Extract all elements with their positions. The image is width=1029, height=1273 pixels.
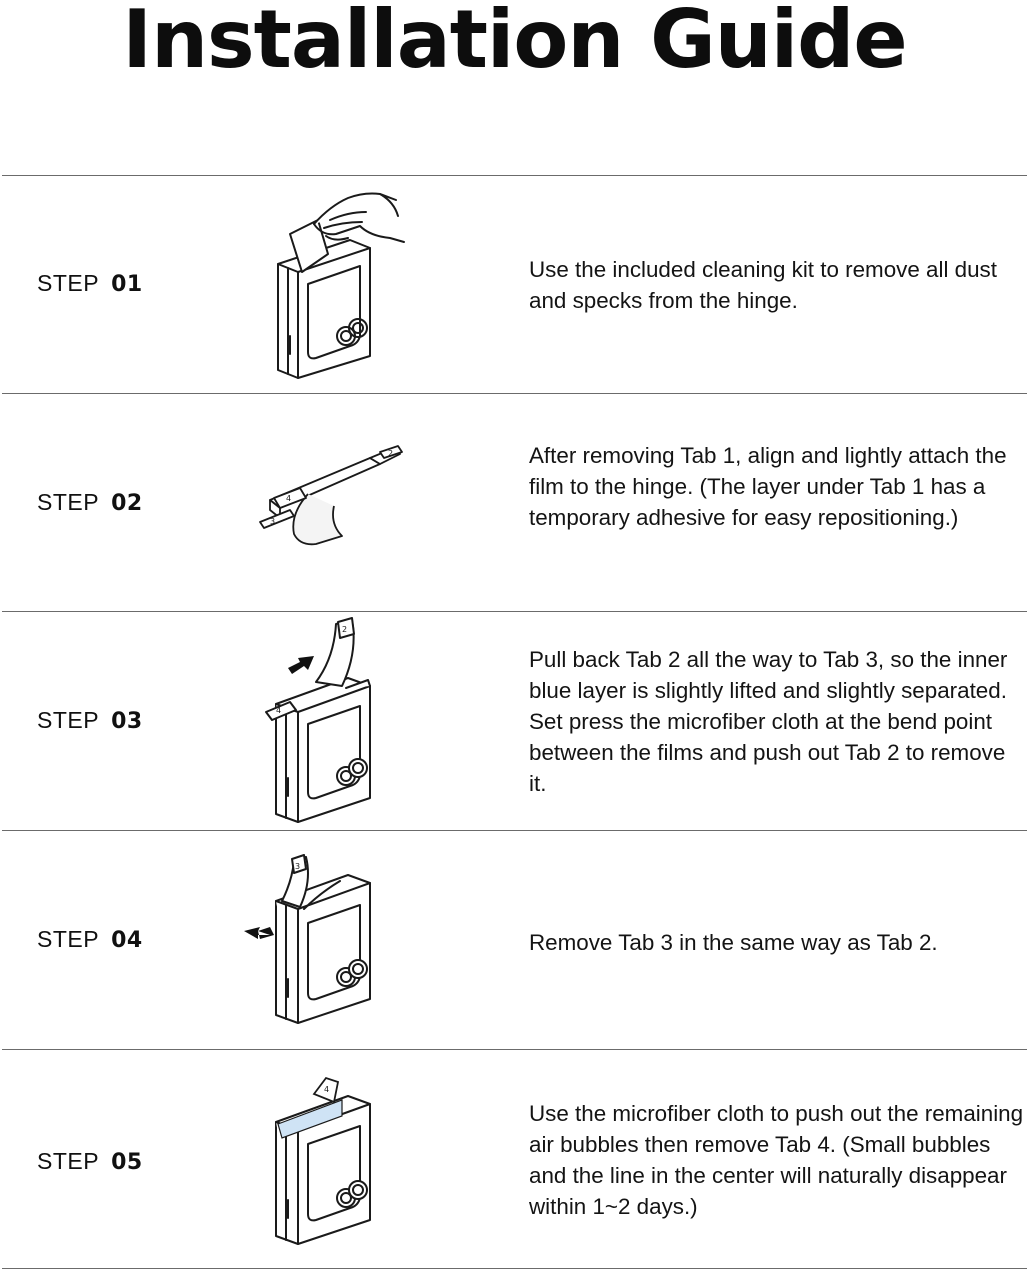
- step-label: STEP 04: [37, 926, 143, 953]
- step-number: 03: [111, 709, 143, 734]
- step-row-03: STEP 03 2 4: [0, 612, 1029, 830]
- step-label: STEP 05: [37, 1148, 143, 1175]
- illustration-clean-hinge: [230, 176, 430, 394]
- arrow-icon: [288, 656, 314, 674]
- step-row-02: STEP 02 4 3 2 After removing Tab 1, align…: [0, 394, 1029, 612]
- blue-film-layer: [277, 1099, 343, 1139]
- page-title: Installation Guide: [122, 0, 907, 86]
- step-label: STEP 03: [37, 707, 143, 734]
- divider-1: [2, 393, 1027, 394]
- step-label: STEP 01: [37, 270, 143, 297]
- step-word: STEP: [37, 707, 100, 733]
- step-word: STEP: [37, 1148, 100, 1174]
- divider-4: [2, 1049, 1027, 1050]
- tab-4-label: 4: [286, 494, 291, 503]
- illustration-final-smoothing: 4: [230, 1050, 430, 1268]
- step-row-05: STEP 05 4 Use the microfiber cloth to pus…: [0, 1050, 1029, 1268]
- tab-3-label: 3: [270, 517, 275, 526]
- phone-pull-tab-illustration: 2 4: [265, 617, 371, 823]
- arrow-icon: [244, 927, 274, 939]
- step-description: Use the included cleaning kit to remove …: [529, 257, 997, 313]
- tab-4-label: 4: [324, 1085, 329, 1094]
- step-number: 01: [111, 272, 143, 297]
- step-word: STEP: [37, 489, 100, 515]
- step-description: Use the microfiber cloth to push out the…: [529, 1101, 1024, 1219]
- divider-top: [2, 175, 1027, 176]
- illustration-pull-tab-2: 2 4: [230, 612, 430, 830]
- tab-2-label: 2: [342, 625, 347, 634]
- step-number: 02: [111, 491, 143, 516]
- tab-3-label: 3: [295, 862, 300, 871]
- divider-bottom: [2, 1268, 1027, 1269]
- divider-3: [2, 830, 1027, 831]
- illustration-remove-tab-3: 3: [230, 831, 430, 1049]
- step-row-01: STEP 01: [0, 176, 1029, 394]
- step-number: 05: [111, 1150, 143, 1175]
- step-number: 04: [111, 928, 143, 953]
- phone-final-illustration: 4: [275, 1076, 371, 1245]
- step-description: Remove Tab 3 in the same way as Tab 2.: [529, 930, 938, 955]
- film-strip-illustration: 4 3 2: [259, 445, 403, 546]
- step-label: STEP 02: [37, 489, 143, 516]
- divider-2: [2, 611, 1027, 612]
- step-word: STEP: [37, 926, 100, 952]
- phone-cleaning-illustration: [277, 192, 405, 379]
- phone-remove-tab-illustration: 3: [244, 854, 371, 1024]
- tab-label-marks: 4 3 2: [270, 449, 393, 526]
- tab-2-label: 2: [388, 449, 393, 458]
- step-description: Pull back Tab 2 all the way to Tab 3, so…: [529, 647, 1008, 796]
- illustration-film-attach: 4 3 2: [230, 394, 430, 612]
- tab-4-label: 4: [276, 706, 281, 715]
- step-description: After removing Tab 1, align and lightly …: [529, 443, 1007, 530]
- step-word: STEP: [37, 270, 100, 296]
